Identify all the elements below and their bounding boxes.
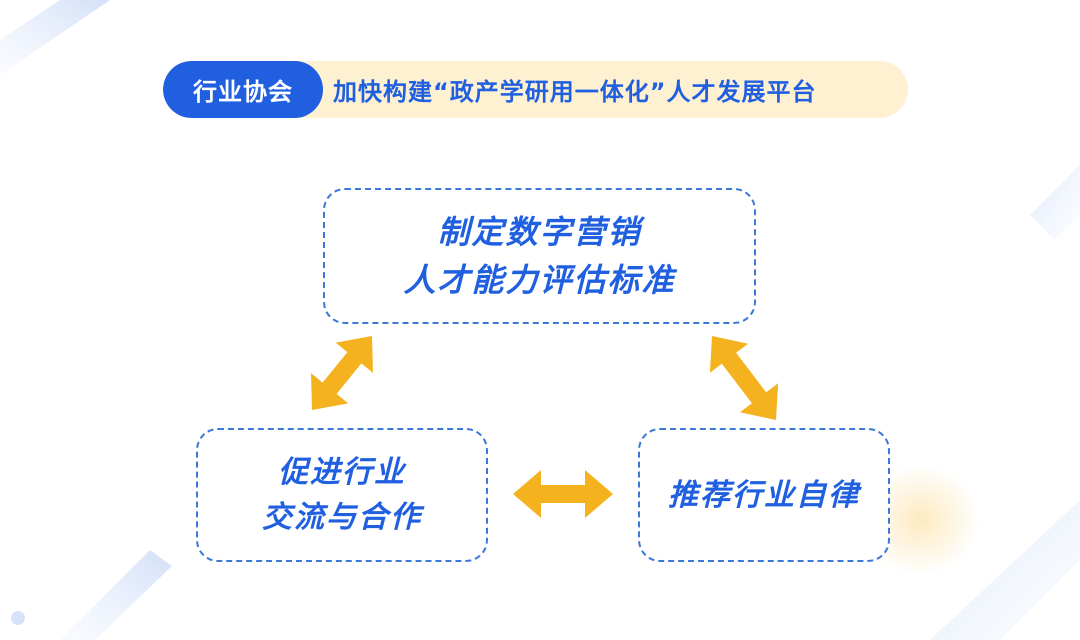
node-left-line1: 促进行业 bbox=[278, 455, 406, 490]
arrow-left-right bbox=[513, 470, 613, 518]
arrow-left-top bbox=[311, 336, 373, 410]
node-industry-self-discipline: 推荐行业自律 bbox=[638, 428, 890, 562]
node-top-line1: 制定数字营销 bbox=[437, 213, 642, 251]
node-right-line1: 推荐行业自律 bbox=[668, 477, 860, 513]
arrow-top-right bbox=[709, 336, 779, 420]
header-title: 加快构建“政产学研用一体化”人才发展平台 bbox=[333, 78, 817, 106]
header-tag: 行业协会 bbox=[163, 61, 323, 118]
node-industry-exchange: 促进行业 交流与合作 bbox=[196, 428, 488, 562]
node-top-line2: 人才能力评估标准 bbox=[403, 261, 676, 299]
header-banner: 行业协会 加快构建“政产学研用一体化”人才发展平台 bbox=[163, 61, 908, 118]
node-evaluation-standard: 制定数字营销 人才能力评估标准 bbox=[323, 188, 756, 324]
node-left-line2: 交流与合作 bbox=[262, 500, 422, 535]
